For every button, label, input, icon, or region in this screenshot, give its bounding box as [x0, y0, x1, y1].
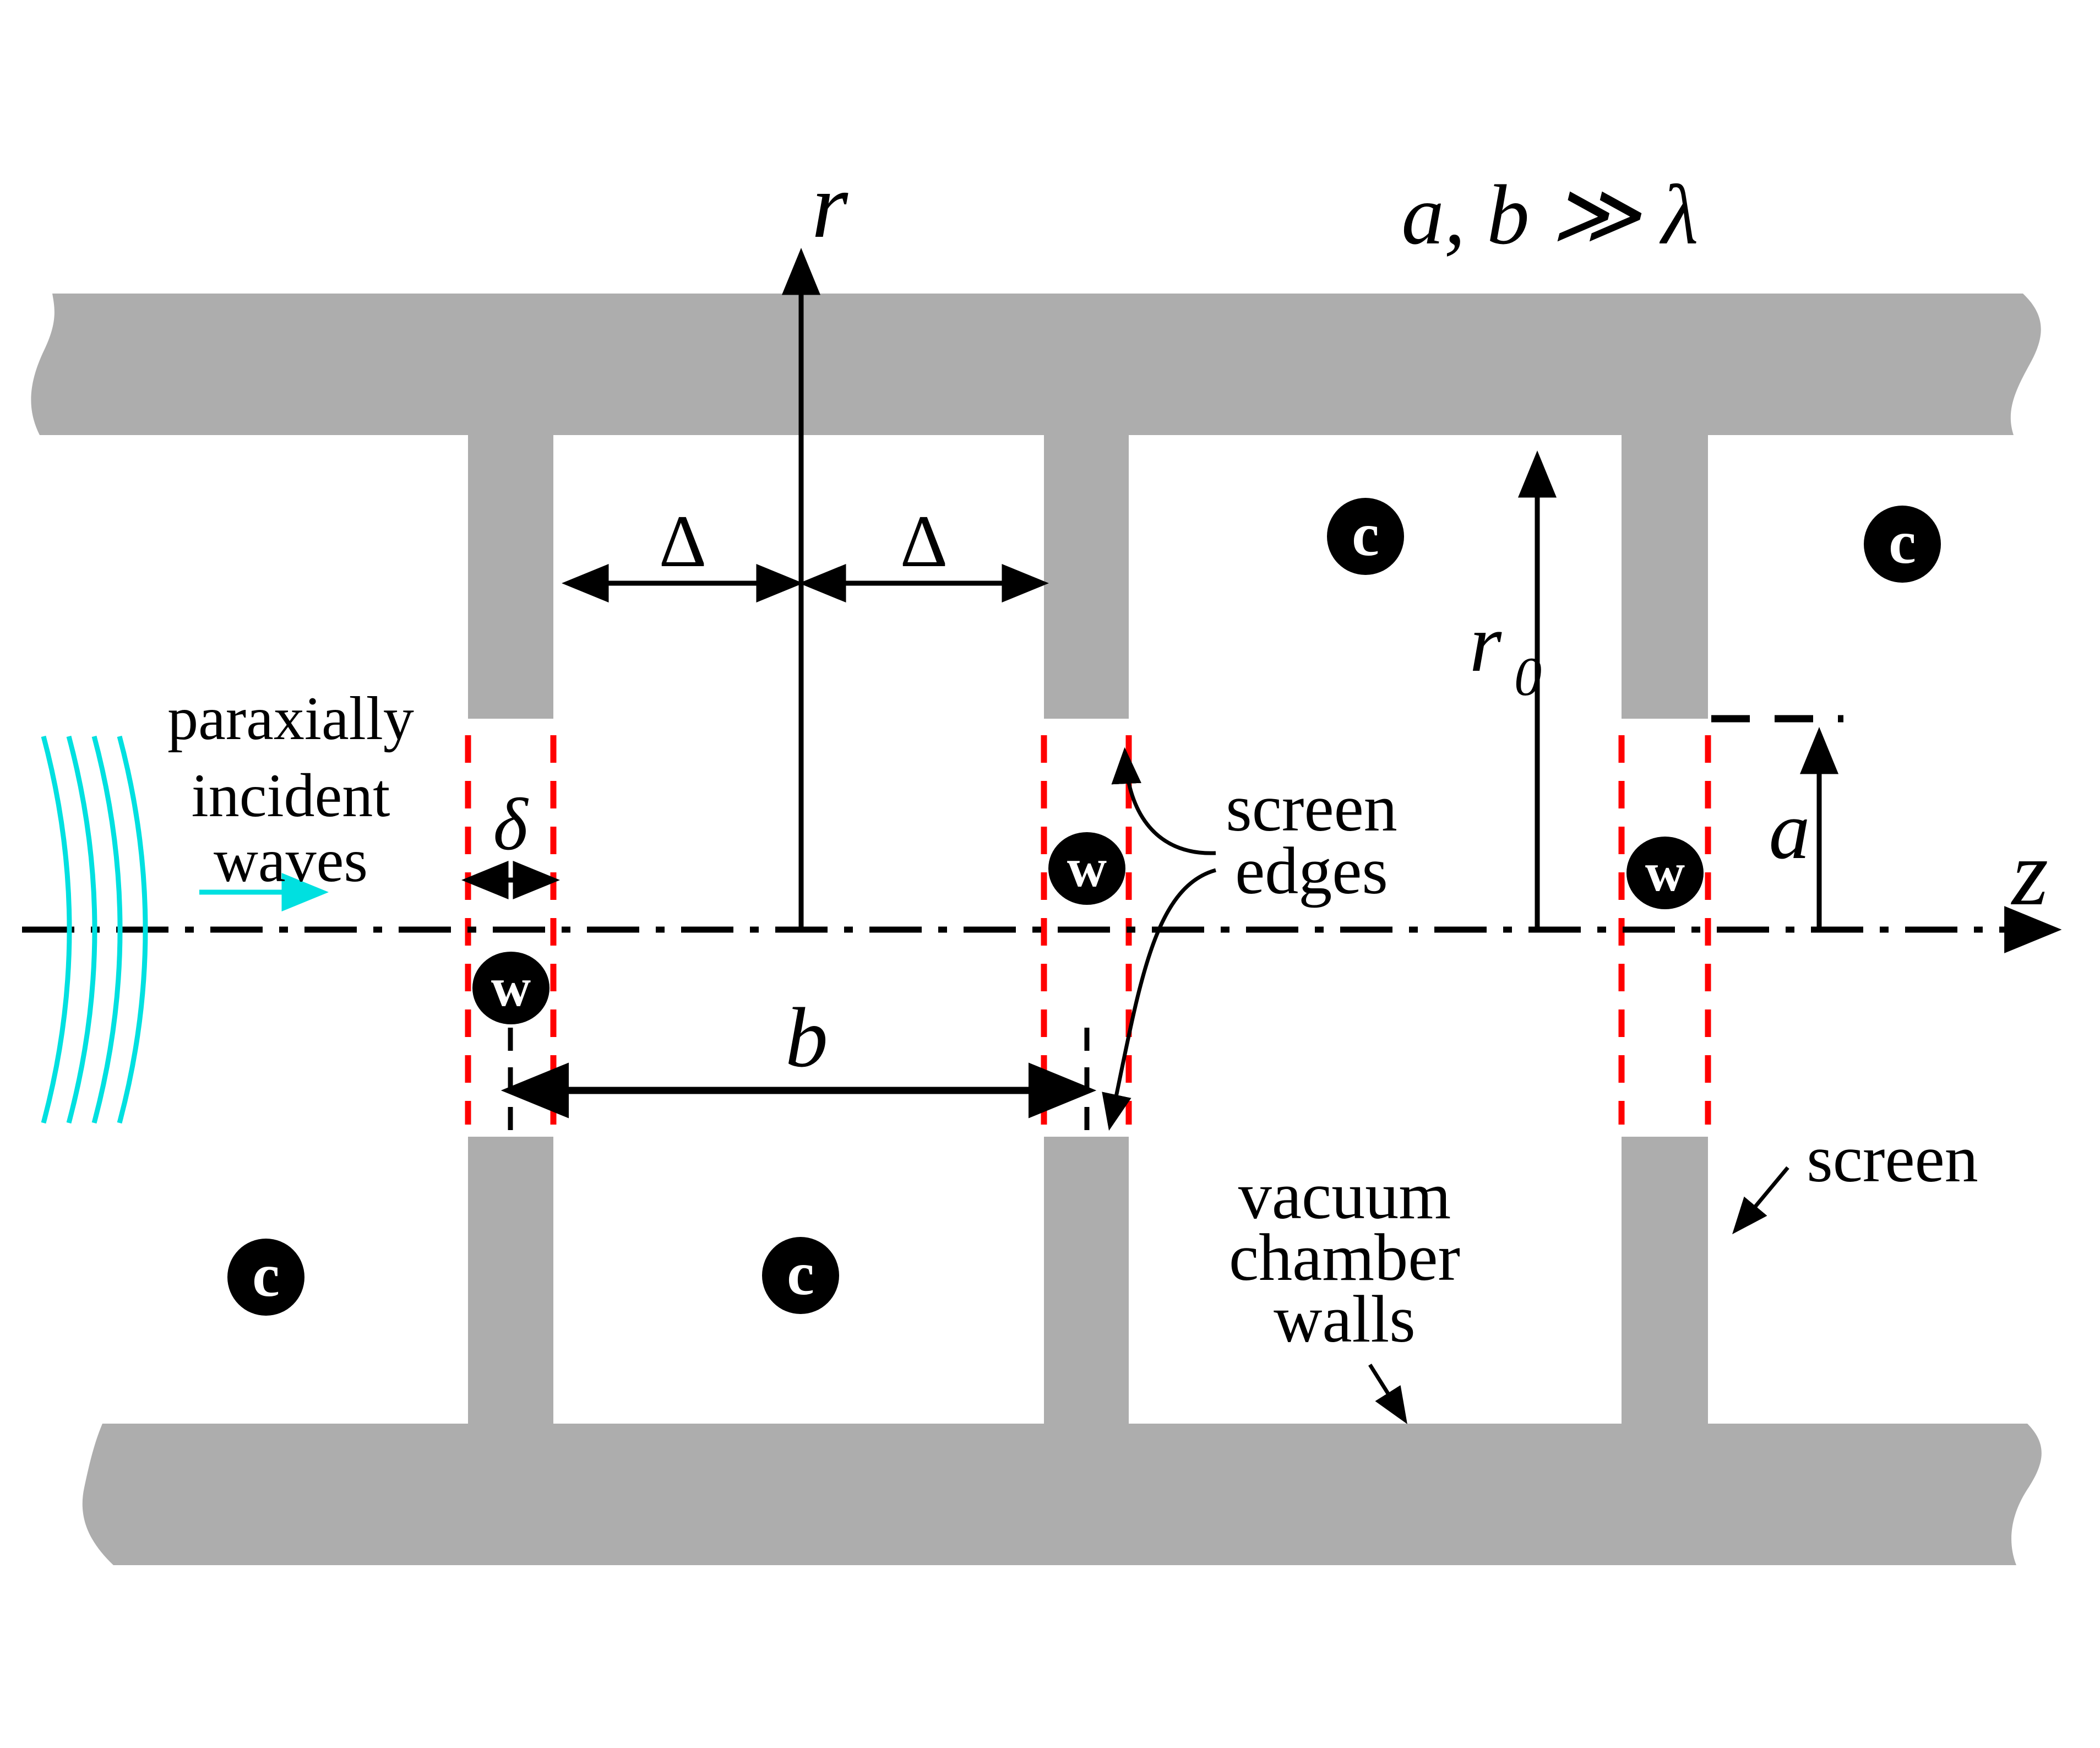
chamber-marker-circle-1: [227, 1239, 304, 1316]
wave-marker-circle-3: [1626, 837, 1704, 909]
screen-label: screen: [1807, 1122, 1978, 1196]
wavefront-arc-2: [66, 735, 97, 1124]
vacuum-chamber-wall-bottom: [82, 1424, 2042, 1565]
walls-pointer-arrow: [1368, 1364, 1407, 1424]
wave-marker-letter-3: w: [1645, 842, 1685, 903]
chamber-radius-base: r: [1470, 598, 1502, 689]
incident-waves-label: paraxially incident waves: [167, 685, 414, 895]
screen-top-1: [468, 435, 553, 719]
chamber-marker-circle-3: [1327, 498, 1404, 575]
r-axis-label: r: [812, 154, 848, 257]
wave-marker-letter-2: w: [1067, 837, 1107, 898]
wavefront-arc-1: [41, 735, 72, 1124]
wave-marker-letter-1: w: [491, 957, 531, 1018]
screen-pointer-arrow: [1732, 1166, 1789, 1235]
incident-waves-line-2: incident: [192, 762, 390, 830]
chamber-marker-circle-4: [1864, 506, 1941, 583]
screen-bottom-2: [1044, 1137, 1129, 1424]
chamber-radius-label: r 0: [1470, 598, 1542, 707]
wave-marker-circle-1: [472, 952, 550, 1024]
delta-label-right: Δ: [900, 501, 948, 583]
walls-label-line-3: walls: [1274, 1282, 1416, 1356]
screen-edges-label-line-2: edges: [1235, 834, 1388, 908]
chamber-marker-circle-2: [762, 1237, 839, 1314]
wave-marker-circle-2: [1048, 832, 1125, 905]
chamber-radius-subscript: 0: [1514, 646, 1542, 707]
chamber-marker-letter-4: c: [1889, 508, 1916, 577]
screen-edges-arrow-upper: [1111, 747, 1216, 855]
screen-top-2: [1044, 435, 1129, 719]
walls-label-line-2: chamber: [1229, 1220, 1460, 1295]
screen-top-3: [1622, 435, 1708, 719]
z-axis-label: z: [2011, 821, 2048, 925]
aperture-a-label: a: [1769, 785, 1810, 876]
vacuum-chamber-wall-top: [31, 294, 2041, 435]
screen-edges-arrow-lower: [1102, 868, 1216, 1131]
delta-label-left: Δ: [659, 501, 707, 583]
small-delta-label: δ: [493, 784, 529, 866]
chamber-marker-letter-1: c: [252, 1241, 280, 1310]
wavefront-arc-3: [91, 735, 123, 1124]
period-b-label: b: [785, 990, 828, 1085]
screen-bottom-1: [468, 1137, 553, 1424]
wave-zone-markers: w w w: [472, 832, 1704, 1024]
screen-edges-label-line-1: screen: [1226, 771, 1397, 845]
incident-waves-line-1: paraxially: [167, 685, 414, 753]
wavefront-arc-4: [117, 735, 148, 1124]
chamber-marker-letter-3: c: [1352, 501, 1379, 569]
screen-bottom-3: [1622, 1137, 1708, 1424]
chamber-marker-letter-2: c: [787, 1240, 814, 1308]
condition-label: a, b ≫ λ: [1401, 167, 1698, 262]
chamber-wall-markers: c c c c: [227, 498, 1941, 1316]
incident-waves-line-3: waves: [214, 827, 368, 895]
walls-label-line-1: vacuum: [1238, 1159, 1451, 1233]
